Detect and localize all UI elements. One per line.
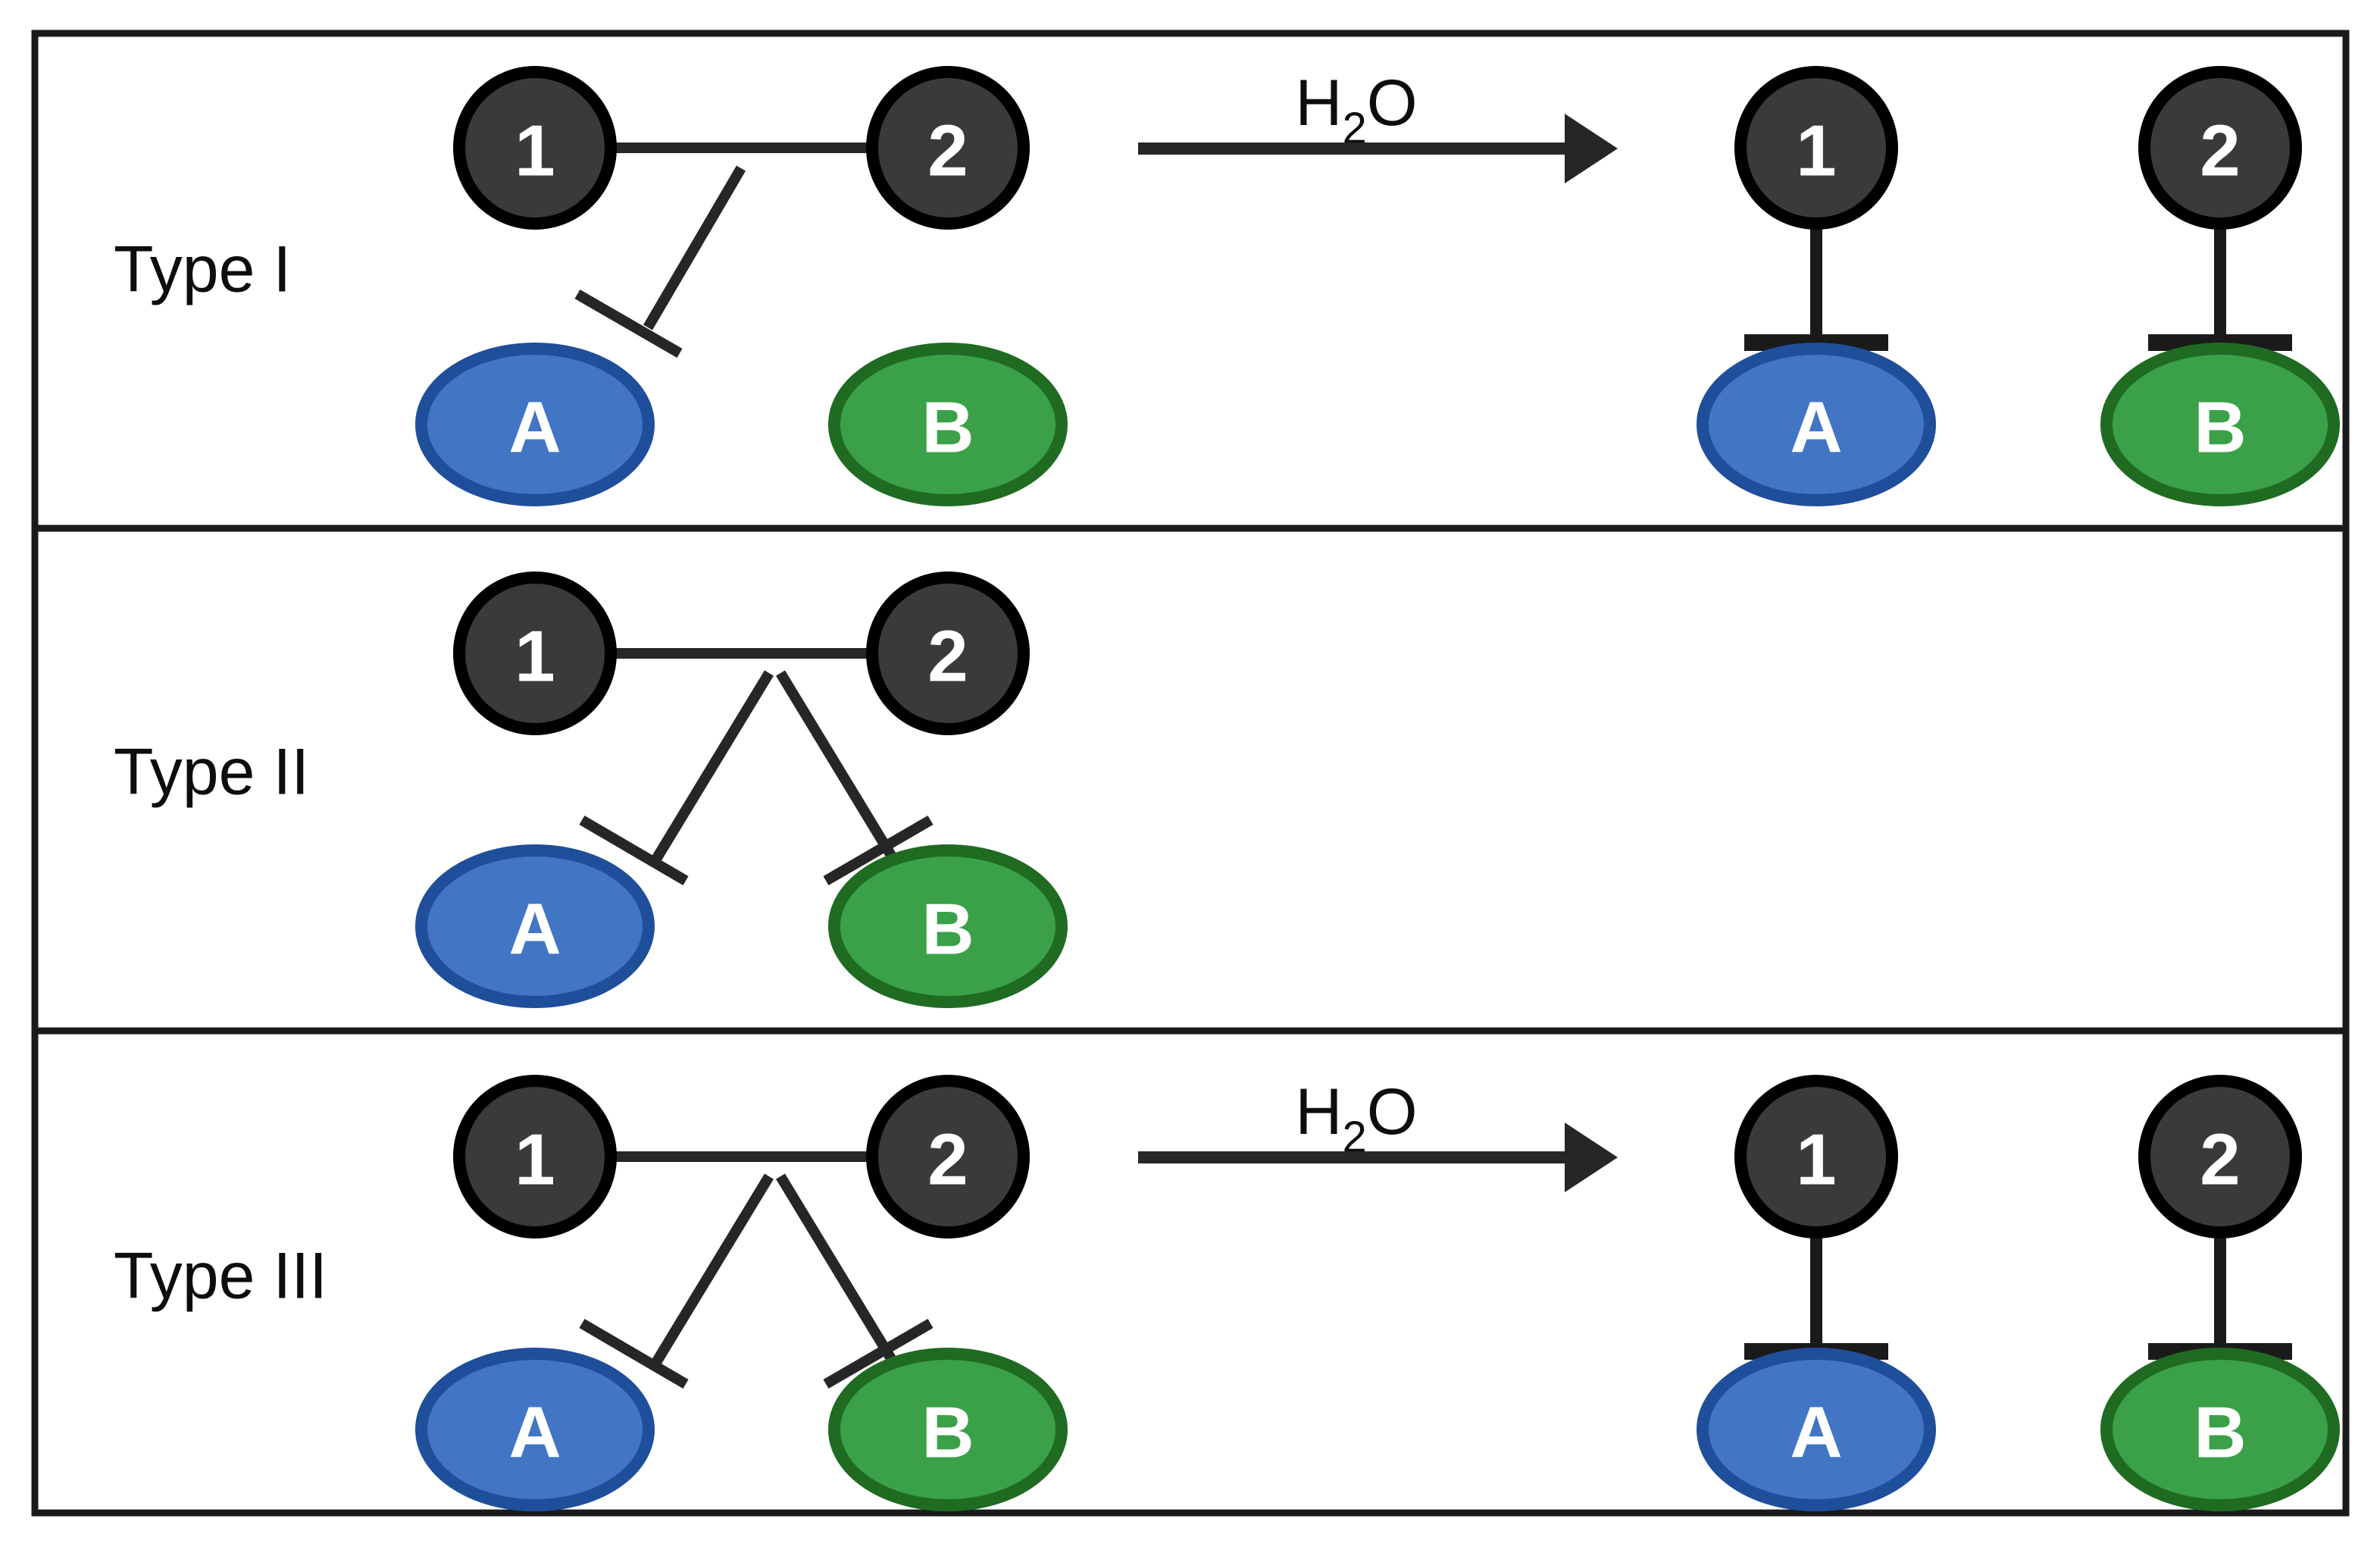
- node-product-regulator-2-row3-shape: [2138, 1075, 2302, 1239]
- node-product-target-b-label: B: [2194, 387, 2246, 468]
- node-target-a-shape: [415, 343, 655, 506]
- node-target-b-row3-shape: [828, 1348, 1068, 1511]
- node-target-b-row3[interactable]: B: [828, 1348, 1068, 1511]
- node-product-regulator-1-row3-label: 1: [1796, 1120, 1836, 1201]
- node-target-b-shape: [828, 343, 1068, 506]
- reagent-o: O: [1367, 67, 1418, 139]
- inhibition-edge-complex-to-b-row2: [776, 670, 934, 886]
- node-product-regulator-1-shape: [1734, 66, 1898, 230]
- node-regulator-2-row2[interactable]: 2: [866, 572, 1030, 735]
- row-label-type-2: Type II: [114, 736, 309, 809]
- row-type-2: Type II 1 2 A: [114, 572, 1068, 1008]
- node-product-target-b-shape: [2100, 343, 2340, 506]
- node-regulator-2-row3-label: 2: [927, 1120, 968, 1201]
- node-product-target-b-row3-label: B: [2194, 1392, 2246, 1473]
- product-pair-2-b-row3: 2 B: [2100, 1075, 2340, 1511]
- node-target-b[interactable]: B: [828, 343, 1068, 506]
- node-product-regulator-1-row3[interactable]: 1: [1734, 1075, 1898, 1239]
- node-target-a[interactable]: A: [415, 343, 655, 506]
- node-regulator-2-shape: [866, 66, 1030, 230]
- node-product-target-a[interactable]: A: [1697, 343, 1936, 506]
- node-target-b-label: B: [921, 387, 974, 468]
- node-product-target-a-label: A: [1790, 387, 1842, 468]
- product-pair-1-a: 1 A: [1697, 66, 1936, 506]
- node-product-target-b-row3[interactable]: B: [2100, 1348, 2340, 1511]
- node-regulator-1-row3-label: 1: [514, 1120, 555, 1201]
- reaction-arrow-type-1: H2O: [1138, 67, 1618, 183]
- node-product-target-b-row3-shape: [2100, 1348, 2340, 1511]
- node-regulator-1-label: 1: [514, 111, 555, 192]
- node-regulator-2-row2-label: 2: [927, 616, 968, 697]
- figure-outer-border: [31, 30, 2350, 1517]
- node-target-a-label: A: [508, 387, 561, 468]
- node-product-regulator-2[interactable]: 2: [2138, 66, 2302, 230]
- node-target-a-row3[interactable]: A: [415, 1348, 655, 1511]
- reaction-arrow-head: [1565, 114, 1618, 183]
- reagent-h: H: [1295, 67, 1342, 139]
- node-product-regulator-2-row3-label: 2: [2200, 1120, 2240, 1201]
- node-regulator-1-row3-shape: [453, 1075, 617, 1239]
- node-product-target-a-row3[interactable]: A: [1697, 1348, 1936, 1511]
- reagent-h-row3: H: [1295, 1076, 1342, 1148]
- node-regulator-1-row2-shape: [453, 572, 617, 735]
- node-product-target-a-shape: [1697, 343, 1936, 506]
- node-target-b-row3-label: B: [921, 1392, 974, 1473]
- node-target-b-row2[interactable]: B: [828, 844, 1068, 1008]
- node-product-regulator-2-row3[interactable]: 2: [2138, 1075, 2302, 1239]
- row-type-3: Type III 1 2 A: [114, 1075, 2340, 1511]
- reaction-arrow-head-row3: [1565, 1123, 1618, 1192]
- node-product-target-b[interactable]: B: [2100, 343, 2340, 506]
- node-product-regulator-1[interactable]: 1: [1734, 66, 1898, 230]
- row-label-type-1: Type I: [114, 233, 291, 306]
- node-product-target-a-row3-shape: [1697, 1348, 1936, 1511]
- node-product-regulator-1-label: 1: [1796, 111, 1836, 192]
- node-product-regulator-1-row3-shape: [1734, 1075, 1898, 1239]
- inhibition-edge-complex-to-a-row2: [579, 670, 774, 886]
- node-product-target-a-row3-label: A: [1790, 1392, 1842, 1473]
- row-label-type-3: Type III: [114, 1240, 327, 1313]
- inhibition-edge-complex-to-a: [574, 165, 746, 359]
- reagent-o-row3: O: [1367, 1076, 1418, 1148]
- product-pair-2-b: 2 B: [2100, 66, 2340, 506]
- node-regulator-2-row3-shape: [866, 1075, 1030, 1239]
- row-type-1: Type I 1 2 A: [114, 66, 2340, 506]
- node-regulator-2[interactable]: 2: [866, 66, 1030, 230]
- node-product-regulator-2-shape: [2138, 66, 2302, 230]
- node-regulator-2-row3[interactable]: 2: [866, 1075, 1030, 1239]
- node-regulator-1-row2-label: 1: [514, 616, 555, 697]
- product-pair-1-a-row3: 1 A: [1697, 1075, 1936, 1511]
- node-target-a-row2[interactable]: A: [415, 844, 655, 1008]
- node-product-regulator-2-label: 2: [2200, 111, 2240, 192]
- node-regulator-1-shape: [453, 66, 617, 230]
- node-target-a-row3-shape: [415, 1348, 655, 1511]
- node-target-b-row2-shape: [828, 844, 1068, 1008]
- reaction-arrow-type-3: H2O: [1138, 1076, 1618, 1192]
- node-target-a-row2-shape: [415, 844, 655, 1008]
- node-regulator-1-row2[interactable]: 1: [453, 572, 617, 735]
- node-regulator-1-row3[interactable]: 1: [453, 1075, 617, 1239]
- node-target-a-row3-label: A: [508, 1392, 561, 1473]
- node-regulator-2-label: 2: [927, 111, 968, 192]
- node-target-a-row2-label: A: [508, 889, 561, 970]
- node-target-b-row2-label: B: [921, 889, 974, 970]
- inhibition-edge-complex-to-a-row3: [579, 1173, 774, 1389]
- node-regulator-2-row2-shape: [866, 572, 1030, 735]
- inhibition-edge-complex-to-b-row3: [776, 1173, 934, 1389]
- node-regulator-1[interactable]: 1: [453, 66, 617, 230]
